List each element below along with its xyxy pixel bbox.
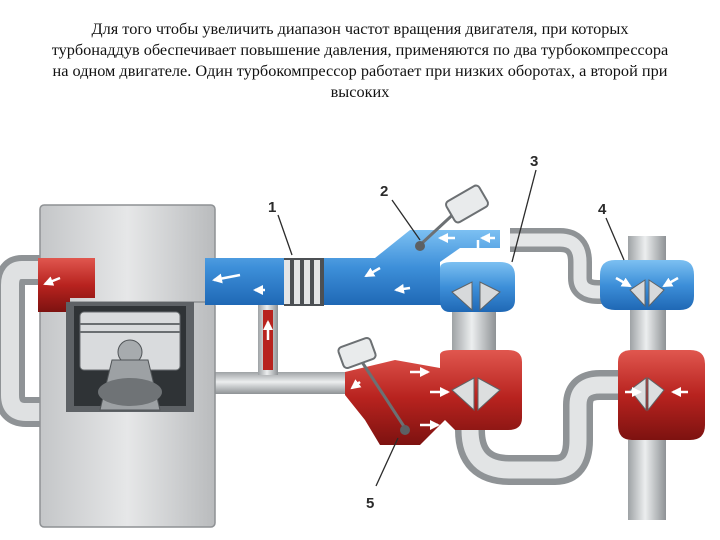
bypass-valve-actuator: [415, 184, 489, 251]
callout-4: 4: [598, 201, 607, 218]
tail-pipe-bottom: [628, 440, 666, 520]
callout-5: 5: [366, 495, 374, 512]
turbo3-turbine-wheel: [451, 377, 501, 412]
turbo4-compressor-housing: [600, 260, 694, 310]
turbo3-compressor-housing: [440, 262, 515, 312]
diagram-caption: Для того чтобы увеличить диапазон частот…: [8, 18, 712, 102]
turbo3-compressor-wheel: [451, 281, 501, 312]
caption-line-1: Для того чтобы увеличить диапазон частот…: [91, 19, 629, 38]
turbo4-compressor-wheel: [629, 279, 665, 308]
intake-tract: [205, 230, 694, 312]
exhaust-manifold: [345, 350, 522, 445]
callouts: 1 2 3 4 5: [268, 153, 625, 512]
intake-manifold: [205, 230, 500, 305]
compressor-link-pipe: [510, 228, 610, 304]
intercooler: [284, 258, 324, 306]
exhaust-tract: [263, 310, 705, 445]
combustion-chamber: [38, 258, 95, 312]
lower-exhaust-pipe: [215, 372, 355, 394]
callout-2: 2: [380, 183, 388, 200]
turbo4-turbine-wheel: [629, 377, 665, 412]
wastegate-actuator: [337, 336, 410, 435]
turbo4-turbine-housing: [618, 350, 705, 440]
caption-line-2: турбонаддув обеспечивает повышение давле…: [51, 40, 669, 59]
engine-cylinder: [38, 204, 216, 528]
callout-1: 1: [268, 199, 276, 216]
caption-line-3: на одном двигателе. Один турбокомпрессор…: [52, 61, 668, 80]
caption-line-4: высоких: [330, 82, 390, 101]
callout-3: 3: [530, 153, 538, 170]
